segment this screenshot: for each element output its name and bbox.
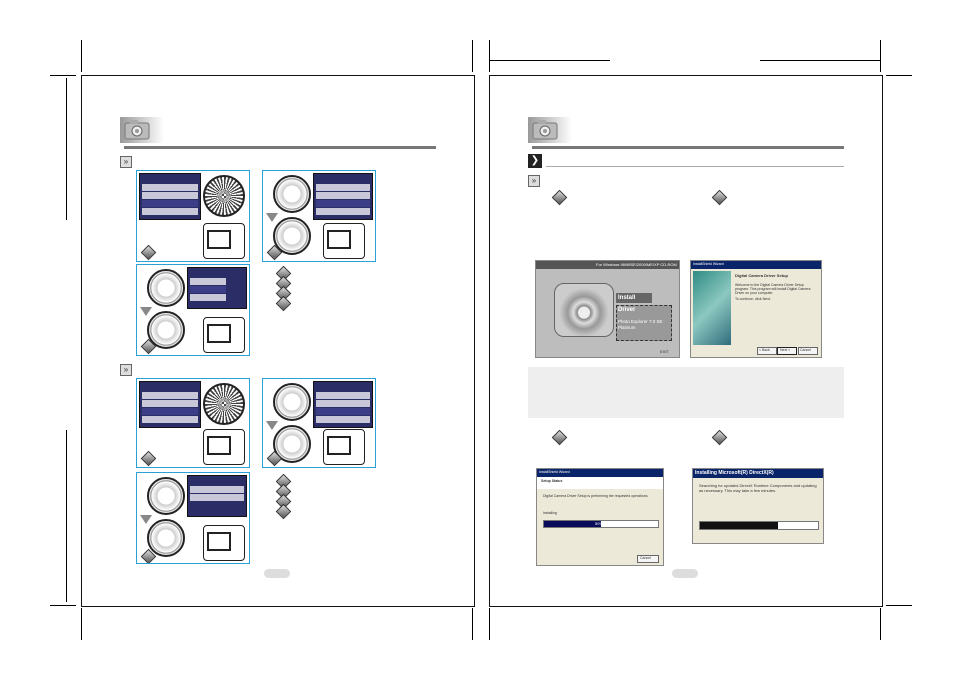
screenshot-cd-autorun: For Windows 98/98SE/2000/ME/XP CD-ROM In… bbox=[535, 260, 680, 358]
cancel-button[interactable] bbox=[637, 555, 659, 563]
crop-mark bbox=[472, 40, 473, 72]
dpad-icon bbox=[147, 269, 185, 307]
subsection-chevron-icon: » bbox=[528, 175, 540, 187]
step-panel-4 bbox=[136, 378, 250, 468]
wizard-side-art bbox=[693, 271, 731, 345]
dpad-icon bbox=[273, 425, 311, 463]
progress-bar bbox=[543, 520, 659, 528]
camera-back-icon bbox=[323, 223, 365, 259]
page-number-badge bbox=[672, 569, 698, 578]
lcd-menu-screen bbox=[187, 475, 247, 517]
mode-dial-icon bbox=[203, 383, 245, 425]
step-marker-icon bbox=[140, 450, 157, 467]
crop-mark bbox=[50, 75, 76, 76]
section-arrow-icon: ❯ bbox=[528, 154, 542, 168]
crop-mark bbox=[489, 40, 490, 72]
arrow-down-icon bbox=[266, 421, 278, 430]
lcd-menu-screen bbox=[313, 173, 373, 220]
step-marker-icon bbox=[140, 244, 157, 261]
lcd-menu-screen bbox=[139, 381, 201, 428]
step-panel-2 bbox=[262, 170, 376, 262]
crop-mark bbox=[489, 608, 490, 640]
camera-back-icon bbox=[203, 429, 245, 465]
camera-back-icon bbox=[203, 317, 245, 353]
dpad-icon bbox=[147, 519, 185, 557]
left-page: » » bbox=[81, 75, 475, 607]
right-page: ❯ » For Windows 98/98SE/2000/ME/XP CD-RO… bbox=[489, 75, 883, 607]
section-chevron-icon: » bbox=[120, 156, 132, 168]
camera-back-icon bbox=[203, 223, 245, 259]
crop-mark bbox=[81, 608, 82, 640]
dpad-icon bbox=[147, 311, 185, 349]
dpad-icon bbox=[273, 175, 311, 213]
crop-mark bbox=[490, 60, 610, 61]
step-marker-icon bbox=[275, 295, 292, 312]
progress-bar bbox=[699, 521, 819, 530]
header-rule bbox=[532, 146, 844, 149]
camera-photo-icon bbox=[554, 283, 614, 337]
crop-mark bbox=[50, 605, 76, 606]
section-rule bbox=[546, 166, 844, 167]
lcd-menu-screen bbox=[313, 381, 373, 428]
screenshot-directx-install: Installing Microsoft(R) DirectX(R) Searc… bbox=[692, 468, 824, 544]
step-panel-1 bbox=[136, 170, 250, 262]
step-panel-3 bbox=[136, 264, 250, 356]
screenshot-install-welcome: InstallShield Wizard Digital Camera Driv… bbox=[690, 260, 822, 358]
crop-mark bbox=[880, 608, 881, 640]
arrow-down-icon bbox=[266, 213, 278, 222]
dpad-icon bbox=[147, 477, 185, 515]
step-panel-5 bbox=[262, 378, 376, 468]
camera-back-icon bbox=[203, 525, 245, 561]
mode-dial-icon bbox=[203, 175, 245, 217]
step-marker-icon bbox=[551, 429, 568, 446]
crop-mark bbox=[886, 605, 912, 606]
crop-mark bbox=[472, 608, 473, 640]
step-panel-6 bbox=[136, 472, 250, 564]
header-rule bbox=[124, 146, 436, 149]
step-marker-icon bbox=[551, 189, 568, 206]
camera-icon bbox=[120, 117, 164, 143]
crop-mark bbox=[760, 60, 880, 61]
crop-mark bbox=[880, 40, 881, 72]
dpad-icon bbox=[273, 383, 311, 421]
crop-mark bbox=[81, 40, 82, 72]
camera-icon bbox=[528, 117, 572, 143]
screenshot-install-progress: InstallShield Wizard Setup Status Digita… bbox=[536, 468, 664, 566]
note-box bbox=[528, 367, 844, 418]
next-button[interactable] bbox=[777, 347, 797, 355]
step-marker-icon bbox=[275, 503, 292, 520]
step-marker-icon bbox=[711, 429, 728, 446]
lcd-menu-screen bbox=[187, 267, 247, 309]
crop-mark bbox=[66, 78, 67, 220]
arrow-down-icon bbox=[140, 515, 152, 524]
page-number-badge bbox=[264, 569, 290, 578]
section-chevron-icon: » bbox=[120, 364, 132, 376]
camera-back-icon bbox=[323, 429, 365, 465]
lcd-menu-screen bbox=[139, 173, 201, 220]
step-marker-icon bbox=[711, 189, 728, 206]
crop-mark bbox=[886, 75, 912, 76]
arrow-down-icon bbox=[140, 307, 152, 316]
cancel-button[interactable] bbox=[798, 347, 818, 355]
crop-mark bbox=[66, 430, 67, 602]
